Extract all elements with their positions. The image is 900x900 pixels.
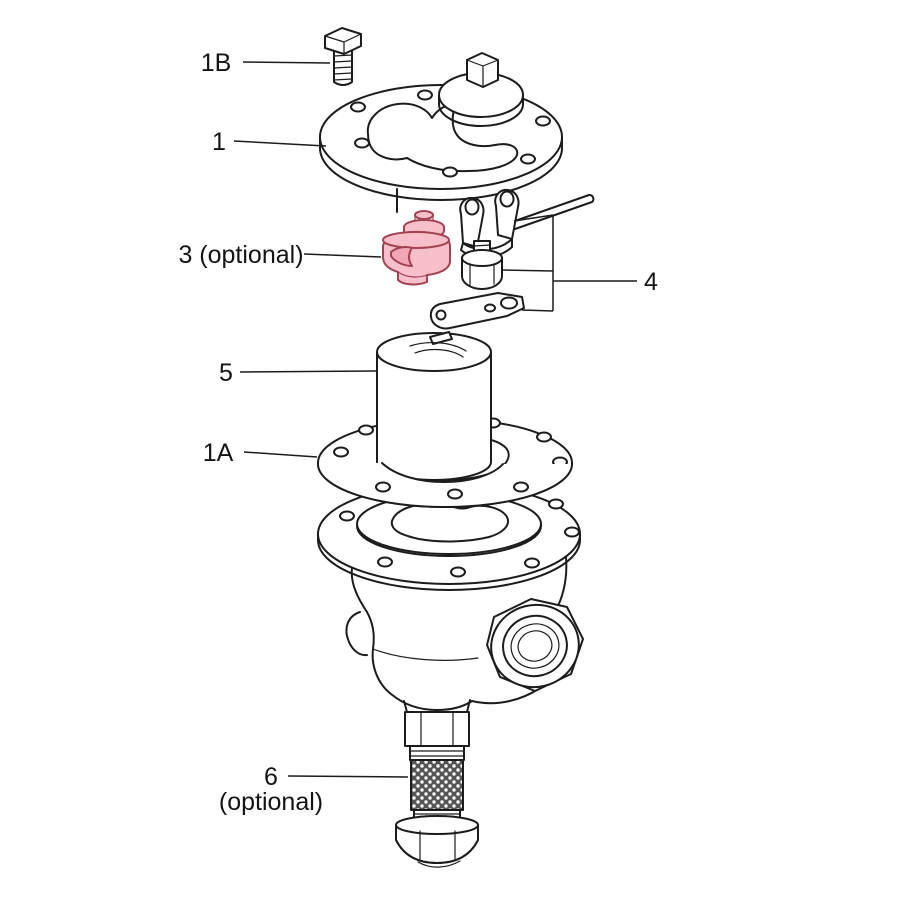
side-port-thread-ring (510, 623, 560, 669)
clamp-top-face (382, 231, 450, 249)
label-part-4: 4 (644, 268, 658, 296)
hex-bolt-1b-part (324, 27, 362, 86)
label-part-3: 3 (optional) (178, 241, 303, 269)
pivot-pin-part (509, 194, 595, 230)
body-raised-oval-side (356, 525, 542, 557)
body-contour-line (372, 648, 479, 661)
body-bolt-hole (377, 556, 393, 568)
bolt-threads (333, 54, 353, 81)
body-bolt-hole (339, 510, 355, 522)
capsule-tab (429, 331, 453, 345)
nut-body (461, 257, 503, 290)
cover-1-part (319, 52, 563, 213)
cover-bolt-hole (520, 153, 536, 165)
cover-flange-thickness (319, 136, 563, 201)
label-part-6-optional: (optional) (219, 788, 323, 816)
gasket-hole (358, 424, 374, 436)
leader-6 (287, 775, 409, 778)
label-part-5: 5 (219, 359, 233, 387)
gasket-hole (536, 431, 552, 443)
gasket-front-fill (318, 463, 572, 507)
bottom-nut-tip (417, 860, 461, 868)
bracket-left-hole (464, 198, 480, 216)
capsule-top-face (376, 332, 492, 372)
clamp-3-part (382, 210, 451, 286)
leader-1b (242, 61, 331, 64)
bottom-nut-body (395, 824, 479, 864)
pivot-pin (509, 194, 595, 230)
gasket-hole (513, 481, 529, 493)
cover-bolt-hole (535, 115, 551, 127)
bottom-nut-top-face (395, 815, 479, 835)
cover-face-outline (366, 102, 519, 173)
leader-3 (303, 253, 382, 258)
leader-1a (243, 451, 318, 458)
bottom-nut-facets (419, 830, 456, 862)
pivot-bracket-part (459, 188, 520, 259)
body-flange-thickness (317, 533, 581, 591)
hex-collar (404, 711, 470, 747)
side-port-mid-ring (502, 614, 568, 678)
body-left-outline (350, 567, 473, 711)
cover-square-boss-facets (466, 59, 499, 88)
lever-hole-small (484, 303, 496, 313)
body-bolt-hole (450, 566, 466, 578)
gasket-hole (333, 446, 349, 458)
cover-bolt-hole (350, 101, 366, 113)
strainer-mesh-screen (410, 759, 464, 811)
neck-lines (403, 699, 471, 713)
clamp-seam (397, 271, 428, 278)
cover-bolt-hole (417, 89, 433, 101)
part-labels: 1B 1 3 (optional) 4 5 1A 6 (optional) (178, 49, 658, 816)
bolt-head (324, 27, 362, 55)
label-part-1a: 1A (203, 439, 234, 467)
leader-5 (239, 370, 377, 373)
gasket-hole (375, 481, 391, 493)
nut-facets (469, 263, 495, 286)
body-bolt-hole (564, 526, 580, 538)
label-part-6: 6 (264, 763, 278, 791)
body-bolt-hole (524, 557, 540, 569)
body-face-outline (390, 502, 509, 543)
side-port-face (490, 603, 580, 689)
thread-ring-upper-lines (409, 750, 465, 757)
body-lower-right-outline (471, 687, 541, 705)
lever-part (429, 292, 525, 330)
lever-pivot-hole (435, 309, 447, 321)
gasket-hole (447, 488, 463, 500)
leader-lines (233, 61, 637, 778)
gasket-front-inner-edge (381, 462, 504, 483)
bolt-head-facets (324, 33, 362, 55)
cover-bolt-hole (442, 166, 458, 178)
bracket-right-hole (499, 190, 515, 208)
gasket-1a-front (317, 462, 573, 508)
capsule-5-part (376, 331, 492, 481)
label-part-1b: 1B (201, 49, 232, 77)
leader-4 (502, 214, 637, 312)
lever-hole-large (500, 296, 518, 310)
capsule-slot (409, 341, 467, 358)
gasket-front-outer-edge (317, 463, 573, 508)
leader-1 (233, 140, 327, 147)
cover-dome-side (438, 94, 524, 127)
thread-ring-upper (409, 745, 465, 761)
cover-bolt-hole (354, 137, 370, 149)
nut-top-face (461, 249, 503, 267)
body-part (317, 479, 584, 711)
hex-collar-facets (420, 711, 454, 747)
label-part-1: 1 (212, 128, 226, 156)
bolt-shank (333, 47, 353, 86)
body-bolt-hole (548, 498, 564, 510)
clamp-jaw-opening (390, 246, 413, 267)
strainer-assembly-part (395, 699, 479, 868)
body-left-boss (345, 611, 368, 657)
valve-stem-top (414, 210, 434, 220)
nut-4-part (461, 240, 503, 290)
side-port-bore (517, 630, 553, 662)
